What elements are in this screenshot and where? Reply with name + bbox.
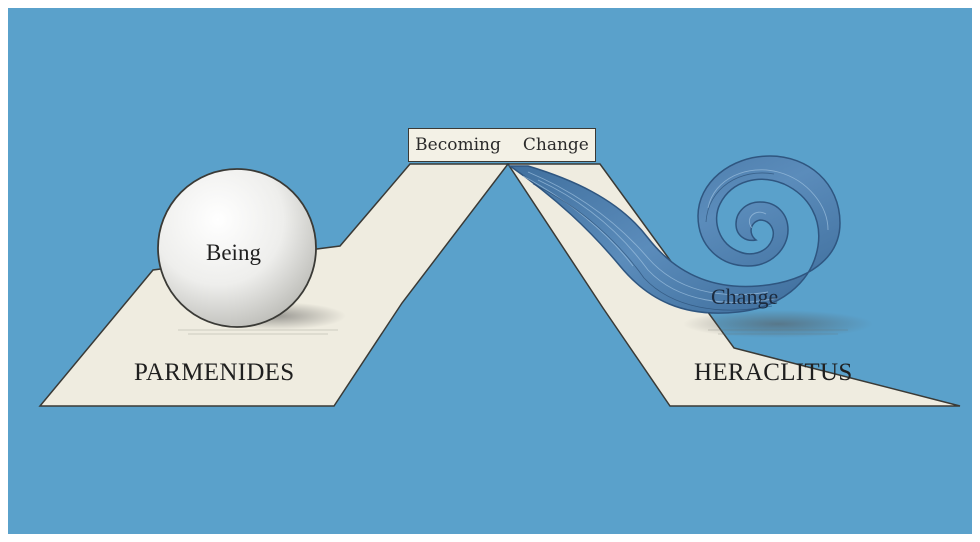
being-sphere <box>157 168 317 328</box>
parmenides-label: PARMENIDES <box>134 359 295 386</box>
diagram-artwork <box>38 155 961 407</box>
becoming-label: Becoming <box>415 135 501 155</box>
heraclitus-label: HERACLITUS <box>694 359 853 386</box>
stream-dark-texture <box>532 172 775 311</box>
being-label: Being <box>206 240 261 265</box>
stream-texture <box>522 169 829 303</box>
change-stream <box>507 155 841 314</box>
spiral-shadow <box>683 310 873 338</box>
change-box-label: Change <box>522 135 589 155</box>
diagram-canvas: Becoming Change Being PARMENIDES Change … <box>8 8 972 534</box>
platform-hatching <box>178 329 848 335</box>
change-spiral-label: Change <box>711 284 779 309</box>
becoming-change-box: Becoming Change <box>408 128 596 162</box>
